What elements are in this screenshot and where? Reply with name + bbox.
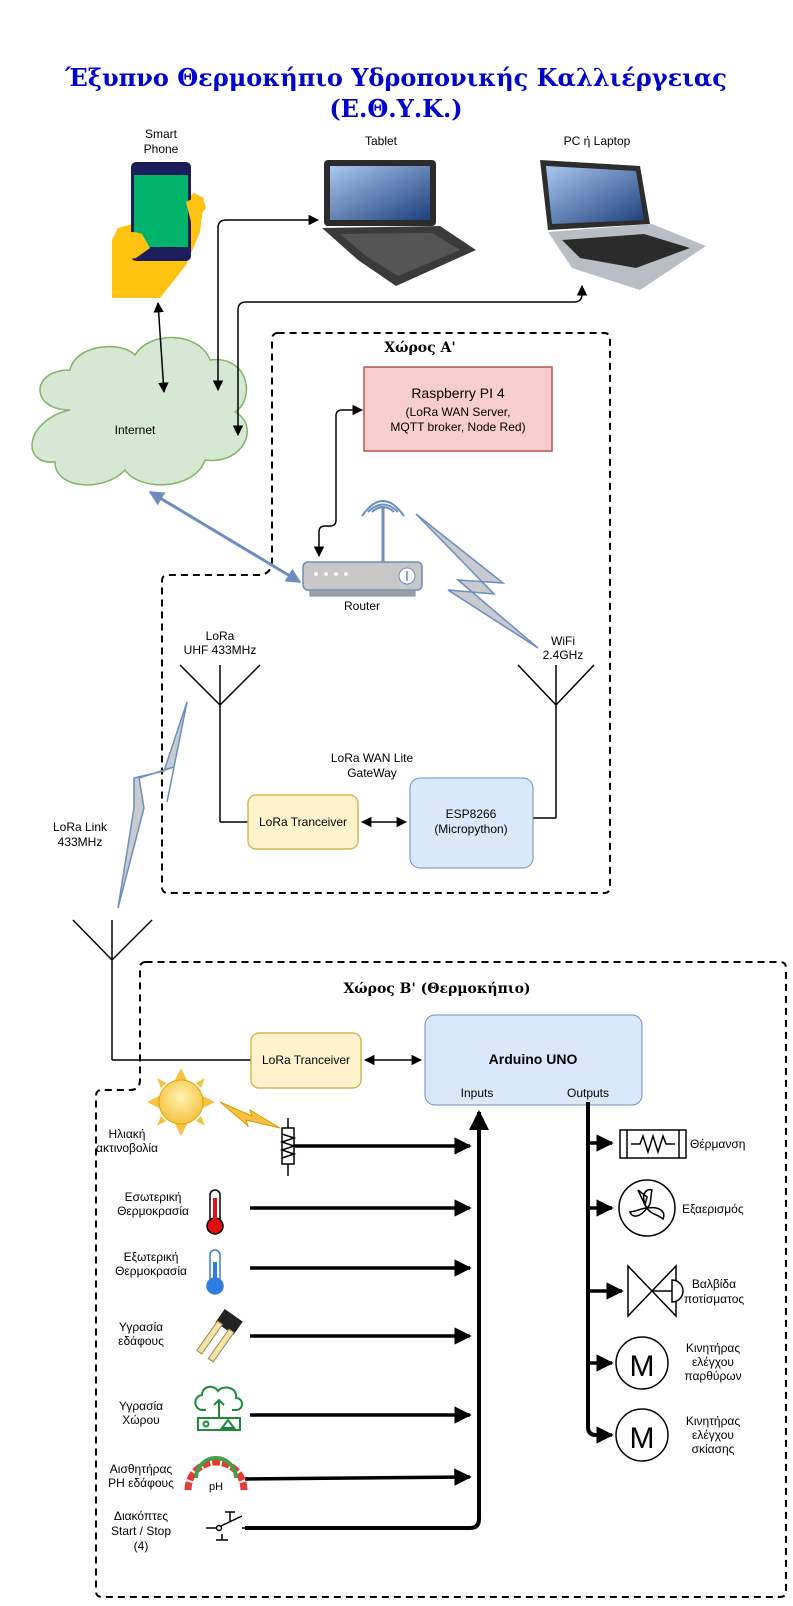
internet-label: Internet: [115, 423, 156, 437]
sensor-arrows: [244, 1137, 472, 1486]
lora-antenna-label-1: LoRa: [206, 629, 235, 643]
fan-icon: [618, 1179, 676, 1237]
actuator-arrows: [588, 1134, 624, 1444]
actuator-label-fan: Εξαερισμός: [682, 1202, 744, 1216]
gateway-label-1: LoRa WAN Lite: [331, 751, 414, 765]
actuator-label-window-motor-3: παρθύρων: [684, 1369, 741, 1383]
sensor-label-soil-moisture-2: εδάφους: [118, 1334, 164, 1348]
valve-icon: [627, 1264, 684, 1318]
sensor-label-switches-3: (4): [134, 1539, 149, 1553]
sensor-label-solar-1: Ηλιακή: [109, 1127, 146, 1141]
title-line-2: (Ε.Θ.Υ.Κ.): [329, 94, 462, 123]
raspberry-pi-title: Raspberry PI 4: [411, 385, 505, 401]
lora-transceiver-a: [247, 794, 359, 850]
shade-motor-symbol: M: [630, 1422, 655, 1455]
laptop-internet-link: [232, 284, 588, 437]
router-icon: [302, 500, 423, 597]
blue-thermometer-icon: [206, 1249, 224, 1295]
sensor-label-internal-temp-1: Εσωτερική: [125, 1190, 182, 1204]
sensor-label-internal-temp-2: Θερμοκρασία: [117, 1204, 189, 1218]
solar-sensor-resistor-icon: [279, 1118, 297, 1176]
actuator-label-window-motor-2: ελέγχου: [692, 1355, 734, 1369]
sensor-label-switches-2: Start / Stop: [111, 1524, 171, 1538]
sensor-label-ph-1: Αισθητήρας: [110, 1462, 173, 1476]
sun-icon: [147, 1068, 215, 1136]
sensor-label-switches-1: Διακόπτες: [114, 1509, 168, 1523]
soil-moisture-probe-icon: [196, 1308, 243, 1363]
wifi-label-2: 2.4GHz: [543, 648, 584, 662]
sensor-label-soil-moisture-1: Υγρασία: [119, 1320, 163, 1334]
wifi-antenna-icon: [517, 664, 595, 819]
phone-internet-link: [153, 301, 169, 394]
actuator-label-shade-motor-2: ελέγχου: [692, 1428, 734, 1442]
laptop-icon: [540, 160, 706, 290]
outputs-bus: [586, 1102, 597, 1437]
heater-icon: [619, 1129, 687, 1159]
actuator-label-heater: Θέρμανση: [690, 1137, 745, 1151]
raspberry-pi-subtitle-1: (LoRa WAN Server,: [406, 405, 511, 419]
router-label: Router: [344, 599, 380, 613]
lora-transceiver-a-label: LoRa Tranceiver: [259, 815, 347, 829]
smartphone-label-2: Phone: [144, 142, 179, 156]
arduino-inputs-label: Inputs: [461, 1086, 494, 1100]
window-motor-symbol: M: [630, 1350, 655, 1383]
smartphone-icon: [112, 162, 206, 298]
ph-gauge-text: pH: [209, 1481, 223, 1493]
sensor-arrow-ph: [244, 1468, 472, 1486]
radiation-bolt-icon: [219, 1101, 281, 1129]
space-a-title: Χώρος Α': [384, 340, 455, 356]
sensor-label-external-temp-2: Θερμοκρασία: [115, 1264, 187, 1278]
tablet-icon: [322, 160, 476, 286]
pc-label: PC ή Laptop: [564, 134, 631, 148]
actuator-label-valve-1: Βαλβίδα: [692, 1277, 736, 1291]
sensor-label-air-humidity-1: Υγρασία: [119, 1399, 163, 1413]
shade-motor-icon: M: [615, 1408, 669, 1462]
lora-link-label-2: 433MHz: [58, 835, 103, 849]
actuator-label-valve-2: ποτίσματος: [684, 1292, 745, 1306]
title-line-1: Έξυπνο Θερμοκήπιο Υδροπονικής Καλλιέργει…: [64, 63, 727, 92]
tablet-label: Tablet: [365, 134, 398, 148]
sensor-label-solar-2: ακτινοβολία: [96, 1141, 158, 1155]
actuator-label-shade-motor-1: Κινητήρας: [686, 1414, 741, 1428]
wifi-label-1: WiFi: [551, 634, 575, 648]
esp8266-label-1: ESP8266: [446, 807, 497, 821]
lora-link-lightning-icon: [117, 701, 188, 909]
wifi-lightning-icon: [415, 513, 539, 649]
esp8266-box: [409, 777, 534, 869]
switch-icon: [206, 1511, 245, 1541]
lora-gateway-antenna-icon: [179, 664, 261, 823]
internet-cloud: [31, 336, 248, 486]
cloud-humidity-icon: [194, 1385, 243, 1431]
sensor-label-air-humidity-2: Χώρου: [122, 1413, 159, 1427]
ph-gauge-icon: pH: [184, 1456, 248, 1493]
window-motor-icon: M: [615, 1336, 669, 1390]
raspberry-pi-box: [363, 366, 553, 452]
red-thermometer-icon: [206, 1189, 224, 1235]
esp8266-label-2: (Micropython): [434, 822, 507, 836]
gateway-label-2: GateWay: [347, 766, 397, 780]
space-b-boundary: [95, 961, 787, 1598]
lora-antenna-label-2: UHF 433MHz: [184, 643, 257, 657]
tablet-internet-link: [212, 214, 320, 392]
sensor-label-external-temp-1: Εξωτερική: [124, 1250, 179, 1264]
raspberry-pi-subtitle-2: MQTT broker, Node Red): [390, 420, 525, 434]
router-raspberry-link: [313, 404, 364, 558]
arduino-box: [424, 1014, 643, 1106]
lora-transceiver-b: [250, 1032, 362, 1089]
smartphone-label-1: Smart: [145, 127, 178, 141]
internet-router-link: [148, 490, 302, 584]
lora-link-label-1: LoRa Link: [53, 820, 108, 834]
arduino-outputs-label: Outputs: [567, 1086, 609, 1100]
sensor-label-ph-2: PH εδάφους: [108, 1476, 174, 1490]
arduino-label: Arduino UNO: [489, 1051, 578, 1067]
actuator-label-window-motor-1: Κινητήρας: [686, 1341, 741, 1355]
lora-node-antenna-icon: [72, 919, 251, 1061]
space-b-title: Χώρος Β' (Θερμοκήπιο): [343, 981, 530, 997]
actuator-label-shade-motor-3: σκίασης: [692, 1442, 735, 1456]
inputs-bus: [245, 1110, 489, 1530]
lora-transceiver-b-label: LoRa Tranceiver: [262, 1053, 350, 1067]
